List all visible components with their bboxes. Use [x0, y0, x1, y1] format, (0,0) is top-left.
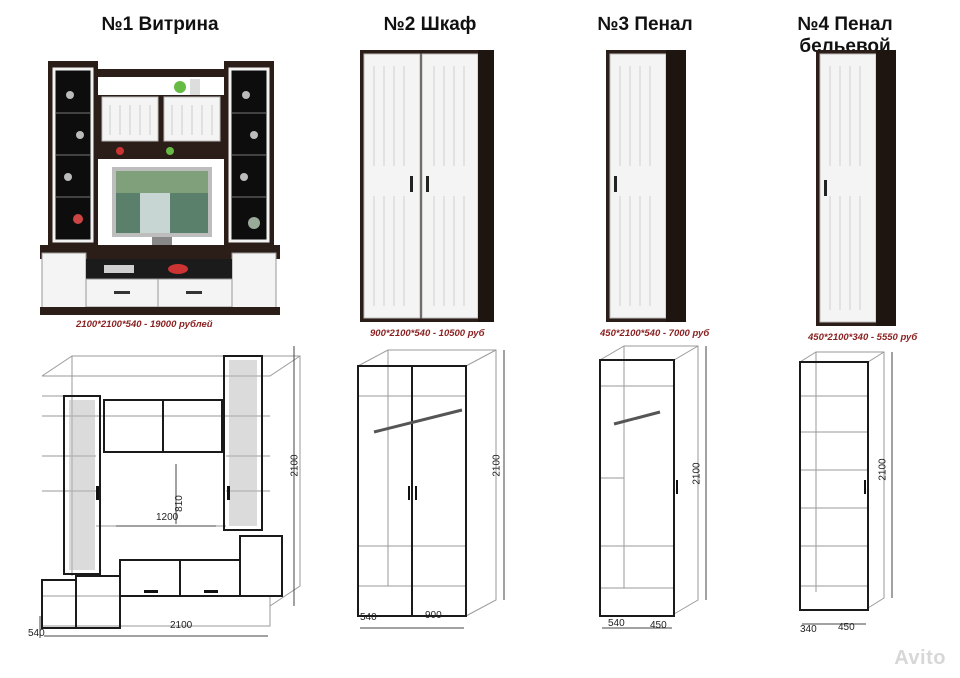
- title-shkaf: №2 Шкаф: [383, 14, 477, 35]
- dim-vitrina-inner-height: 810: [173, 495, 185, 512]
- dim-penal-height: 2100: [691, 462, 703, 485]
- shkaf-photo: [360, 50, 494, 322]
- dim-vitrina-inner-width: 1200: [156, 512, 179, 523]
- penal-belevoy-photo: [816, 50, 896, 326]
- title-vitrina: №1 Витрина: [101, 14, 219, 35]
- dim-penal-depth: 540: [608, 618, 625, 629]
- dim-penal-belevoy-height: 2100: [877, 458, 889, 481]
- dim-shkaf-height: 2100: [491, 454, 503, 477]
- shkaf-drawing: [357, 349, 505, 629]
- price-penal-belevoy: 450*2100*340 - 5550 руб: [808, 332, 918, 343]
- vitrina-drawing: [39, 346, 301, 638]
- avito-watermark: Avito: [894, 647, 946, 669]
- dim-shkaf-depth: 540: [360, 612, 377, 623]
- dim-penal-width: 450: [650, 620, 667, 631]
- penal-belevoy-drawing: [799, 351, 893, 625]
- penal-drawing: [599, 345, 707, 629]
- dim-vitrina-width: 2100: [170, 620, 193, 631]
- title-penal: №3 Пенал: [597, 14, 693, 35]
- penal-photo: [606, 50, 686, 322]
- price-penal: 450*2100*540 - 7000 руб: [600, 328, 710, 339]
- price-vitrina: 2100*2100*540 - 19000 рублей: [76, 319, 213, 330]
- vitrina-photo: [40, 61, 280, 315]
- price-shkaf: 900*2100*540 - 10500 руб: [370, 328, 485, 339]
- dim-penal-belevoy-width: 450: [838, 622, 855, 633]
- dim-vitrina-height: 2100: [289, 454, 301, 477]
- dim-penal-belevoy-depth: 340: [800, 624, 817, 635]
- dim-vitrina-depth: 540: [28, 628, 45, 639]
- dim-shkaf-width: 900: [425, 610, 442, 621]
